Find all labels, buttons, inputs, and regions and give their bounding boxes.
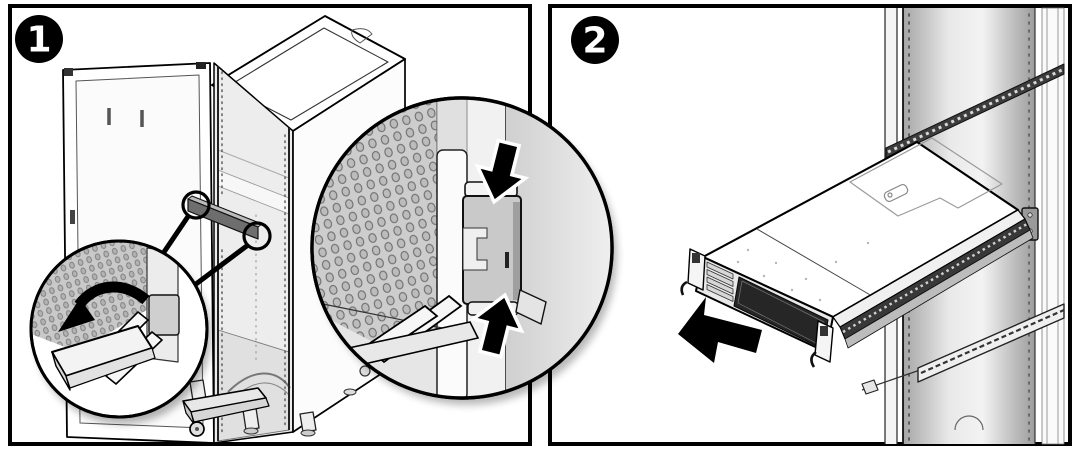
magnifier-large-leg-latch — [310, 96, 614, 400]
leader-line — [157, 213, 192, 260]
leg-latch-bracket — [148, 294, 180, 336]
step-2-number: 2 — [582, 21, 607, 62]
step-1-number: 1 — [26, 20, 51, 61]
cover-screw-marks — [736, 241, 870, 302]
magnifier-small-rotate-leg — [29, 239, 209, 419]
door-latch — [70, 210, 75, 224]
door-hinge — [64, 68, 73, 76]
highlight-circle-left-latch — [181, 190, 211, 220]
step-2-badge: 2 — [571, 16, 619, 64]
pull-out-arrow-icon — [678, 297, 762, 363]
highlight-circle-right-latch — [242, 221, 272, 251]
rack-frame-edge — [1041, 7, 1065, 445]
magnified-perforated-panel — [312, 100, 437, 352]
magnified-leg-beams — [317, 288, 547, 383]
slide-rail-lower — [861, 303, 1065, 395]
door-hinge — [196, 62, 206, 69]
rack-interior — [213, 62, 294, 444]
drive-bays — [706, 261, 734, 302]
right-mounting-ear — [810, 320, 834, 368]
magnified-leg-latch — [462, 181, 522, 316]
panel-2-illustration — [678, 7, 1065, 445]
rear-caster — [359, 365, 371, 377]
step-1-badge: 1 — [15, 15, 63, 63]
rotate-leg-arrow-icon — [58, 281, 150, 332]
panel-1-illustration — [29, 15, 406, 444]
anti-tilt-leg-extended — [182, 387, 270, 437]
anti-tilt-bar-stored — [187, 195, 263, 240]
top-handle-recess — [351, 28, 373, 44]
server-chassis — [680, 137, 1034, 368]
service-label-outline — [849, 137, 1003, 217]
left-mounting-ear — [680, 248, 706, 296]
slide-rail-upper — [885, 63, 1065, 159]
server-slide-rail — [839, 218, 1034, 349]
